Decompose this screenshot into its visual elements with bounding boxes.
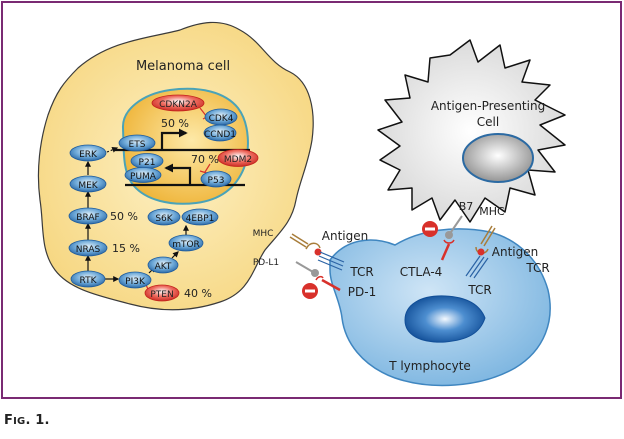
protein-nras: NRAS — [68, 239, 108, 257]
pd1-label: PD-1 — [348, 285, 376, 299]
svg-text:PUMA: PUMA — [130, 172, 157, 182]
svg-text:RTK: RTK — [80, 276, 98, 286]
protein-mek: MEK — [69, 175, 107, 193]
protein-ets: ETS — [118, 134, 156, 152]
ctla4-label: CTLA-4 — [400, 265, 443, 279]
svg-text:P21: P21 — [139, 158, 156, 168]
tcr-receptor-left — [317, 251, 345, 271]
tcr-label-left: TCR — [349, 265, 373, 279]
b7-receptor — [450, 215, 463, 233]
protein-akt: AKT — [147, 256, 179, 274]
tcr-label-apc: TCR — [525, 261, 549, 275]
svg-text:PTEN: PTEN — [150, 290, 173, 300]
mhc-label-apc: MHC — [479, 205, 505, 218]
svg-text:CDKN2A: CDKN2A — [159, 100, 198, 110]
pdl1-label: PD-L1 — [253, 258, 279, 268]
protein-braf: BRAF — [68, 207, 108, 225]
braf-percent: 50 % — [110, 210, 138, 223]
b7-head — [445, 231, 453, 239]
b7-label: B7 — [459, 200, 474, 213]
protein-pi3k: PI3K — [118, 271, 152, 289]
protein-ccnd1: CCND1 — [203, 124, 237, 142]
figure-caption: FIG. 1. — [4, 413, 50, 428]
svg-text:S6K: S6K — [155, 214, 173, 224]
protein-mdm2: MDM2 — [217, 149, 259, 167]
svg-text:MEK: MEK — [78, 181, 98, 191]
ets-promoter-arrow — [160, 128, 188, 150]
tcr-label-tcell: TCR — [467, 283, 491, 297]
pdl1-head — [311, 269, 319, 277]
antigen-apc — [477, 248, 485, 256]
nras-percent: 15 % — [112, 242, 140, 255]
protein-erk: ERK — [69, 144, 107, 162]
protein-p53: P53 — [200, 170, 232, 188]
apc-title-line1: Antigen-Presenting — [431, 99, 545, 113]
antigen-left — [314, 248, 322, 256]
arrow-erk-ets — [106, 146, 119, 153]
antigen-label-apc: Antigen — [492, 245, 538, 259]
protein-4ebp1: 4EBP1 — [181, 208, 219, 226]
pd1-receptor — [315, 275, 341, 292]
apc-title-line2: Cell — [477, 115, 499, 129]
melanoma-cell-title: Melanoma cell — [136, 59, 230, 74]
protein-cdkn2a: CDKN2A — [151, 94, 205, 112]
inhibit-icon-ctla4 — [422, 221, 438, 237]
cdkn2a-percent: 50 % — [161, 117, 189, 130]
svg-text:ETS: ETS — [129, 140, 146, 150]
antigen-label-left: Antigen — [322, 229, 368, 243]
t-lymphocyte-nucleus — [404, 295, 486, 343]
tcr-receptor-tcell — [465, 255, 489, 279]
svg-text:ERK: ERK — [79, 150, 98, 160]
p53-promoter-arrow — [164, 163, 192, 185]
apc-nucleus — [462, 133, 534, 183]
protein-cdk4: CDK4 — [204, 108, 238, 126]
arrow-akt-mtor — [171, 251, 179, 259]
mhc-receptor-left — [289, 233, 321, 250]
protein-rtk: RTK — [70, 270, 106, 288]
protein-puma: PUMA — [124, 167, 162, 183]
protein-mtor: mTOR — [168, 234, 204, 252]
svg-text:NRAS: NRAS — [76, 245, 101, 255]
ctla4-receptor — [440, 239, 455, 261]
protein-s6k: S6K — [147, 208, 181, 226]
pdl1-receptor — [295, 261, 314, 273]
svg-text:CDK4: CDK4 — [209, 114, 234, 124]
svg-text:4EBP1: 4EBP1 — [186, 214, 215, 224]
svg-text:BRAF: BRAF — [76, 213, 99, 223]
protein-p21: P21 — [130, 153, 164, 169]
svg-text:CCND1: CCND1 — [204, 130, 236, 140]
protein-pten: PTEN — [144, 284, 180, 302]
pten-percent: 40 % — [184, 287, 212, 300]
mhc-label-melanoma: MHC — [253, 229, 274, 239]
svg-text:P53: P53 — [208, 176, 225, 186]
svg-text:AKT: AKT — [155, 262, 172, 272]
t-lymphocyte-title: T lymphocyte — [388, 359, 471, 373]
svg-text:PI3K: PI3K — [125, 277, 146, 287]
mdm2-percent: 70 % — [191, 153, 219, 166]
svg-text:MDM2: MDM2 — [224, 155, 252, 165]
inhibit-icon-pd1 — [302, 283, 318, 299]
svg-text:mTOR: mTOR — [172, 240, 200, 250]
